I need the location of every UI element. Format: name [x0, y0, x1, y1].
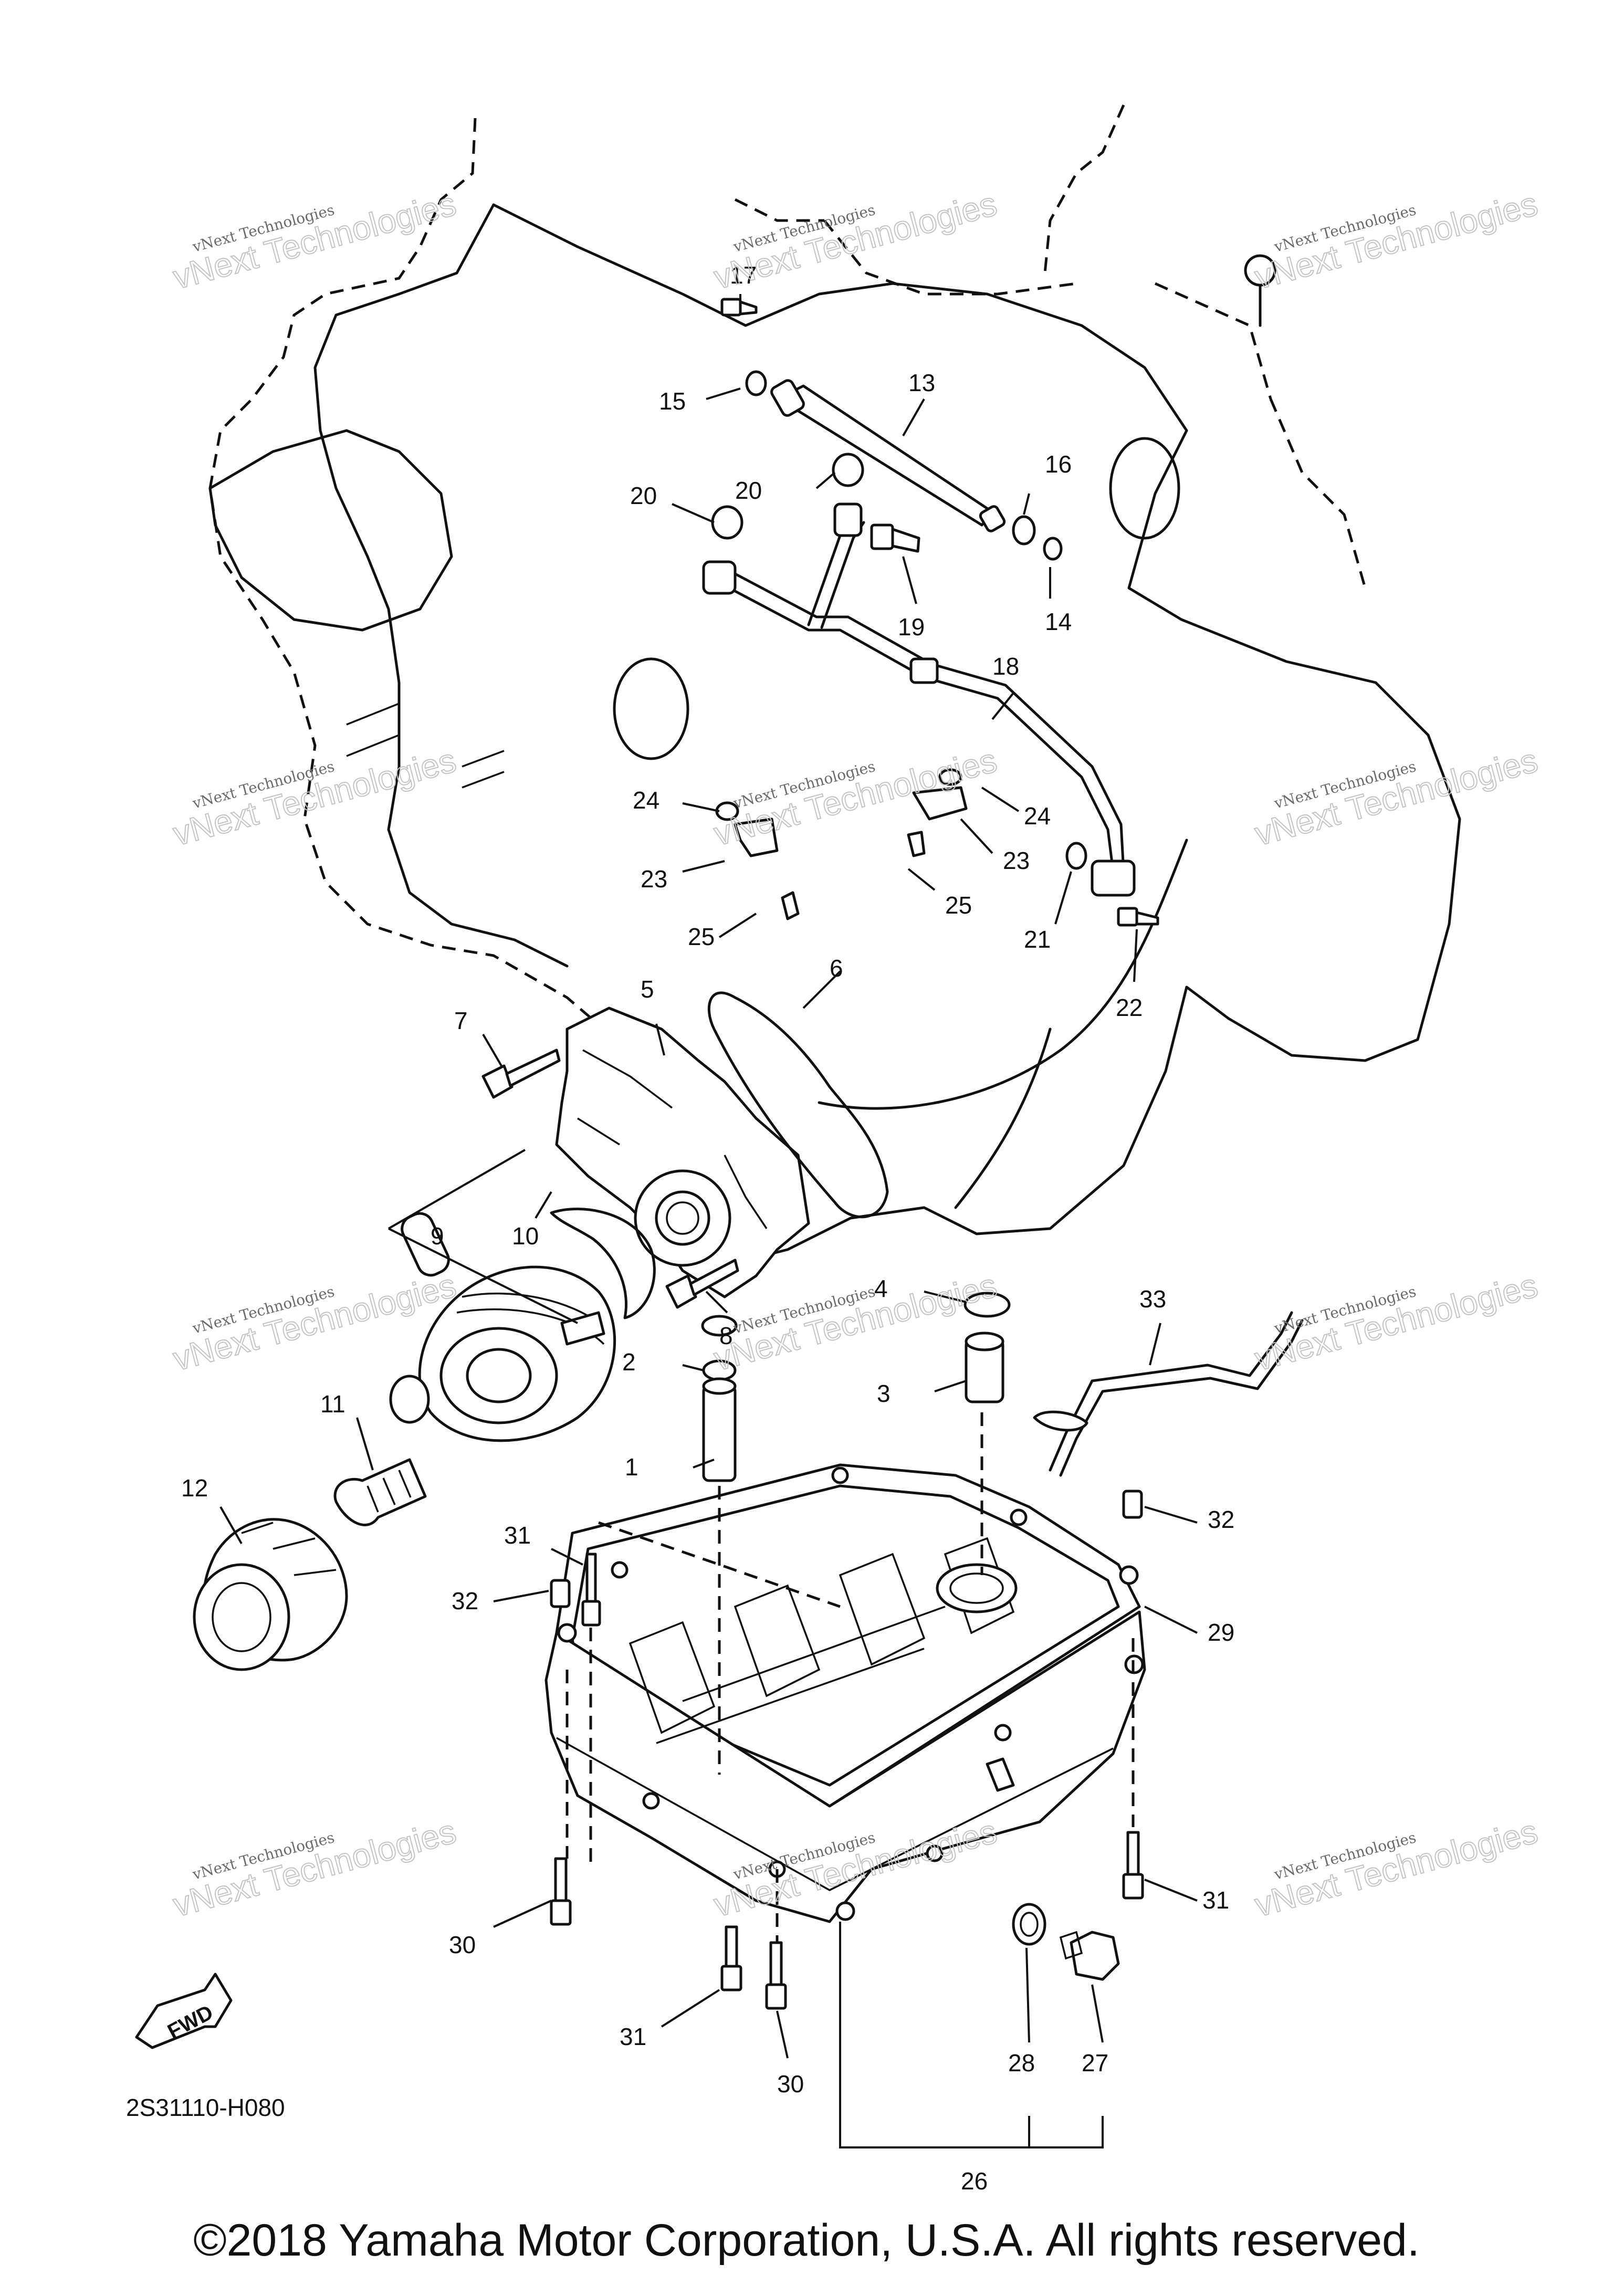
oil-cooler: [389, 1212, 616, 1442]
callout-7: 7: [454, 1007, 468, 1034]
leader-lines: [219, 294, 1198, 2148]
callout-30b: 30: [777, 2070, 804, 2098]
callout-18: 18: [992, 653, 1019, 680]
callout-23b: 23: [1003, 847, 1030, 874]
callout-28: 28: [1008, 2049, 1035, 2077]
callout-9: 9: [431, 1222, 444, 1250]
copper-washers: [711, 370, 1087, 870]
callout-32a: 32: [1208, 1506, 1234, 1533]
callout-21: 21: [1024, 926, 1051, 953]
callout-8: 8: [719, 1322, 733, 1349]
callout-2: 2: [622, 1348, 636, 1376]
dowel-pins: [550, 1490, 1143, 1608]
callout-25a: 25: [688, 923, 715, 950]
diagram-part-number: 2S31110-H080: [126, 2094, 285, 2121]
callout-32b: 32: [452, 1587, 478, 1614]
callout-14: 14: [1045, 608, 1072, 635]
callout-31b: 31: [620, 2023, 646, 2050]
union-bolt-cooler: [333, 1458, 427, 1526]
relief-valve: [963, 1292, 1011, 1403]
callout-31a: 31: [504, 1522, 531, 1549]
callout-25b: 25: [945, 892, 972, 919]
engine-body: [208, 203, 1461, 1262]
callout-12: 12: [181, 1474, 208, 1502]
oil-delivery-pipe-upper: [770, 379, 1006, 532]
callout-24a: 24: [633, 787, 659, 814]
callout-17: 17: [730, 261, 757, 289]
callout-29: 29: [1208, 1619, 1234, 1646]
union-bolts: [720, 298, 1159, 927]
drain-gasket: [1012, 1903, 1046, 1946]
callout-16: 16: [1045, 450, 1072, 478]
forward-direction-arrow: FWD: [135, 1973, 233, 2049]
callout-33: 33: [1139, 1285, 1166, 1313]
callout-11: 11: [320, 1390, 345, 1418]
pan-bolts: [550, 1553, 1144, 2010]
callout-numbers: 1 2 3 4 5 6 7 8 9 10 11 12 13 14 15 16 1…: [181, 261, 1234, 2195]
callout-23a: 23: [641, 865, 667, 893]
callout-22: 22: [1116, 994, 1143, 1021]
callout-20a: 20: [630, 482, 657, 509]
housing-bolts: [481, 1049, 739, 1309]
copyright-notice: ©2018 Yamaha Motor Corporation, U.S.A. A…: [193, 2215, 1420, 2266]
callout-13: 13: [908, 369, 935, 396]
callout-19: 19: [898, 613, 925, 641]
oil-delivery-pipe-lower: [702, 502, 1136, 897]
callout-27: 27: [1082, 2049, 1108, 2077]
cooler-o-ring: [550, 1208, 656, 1319]
callout-5: 5: [641, 976, 654, 1003]
callout-20b: 20: [735, 477, 762, 504]
oil-filter-cartridge: [193, 1518, 348, 1671]
breather-pipe: [1033, 1311, 1304, 1477]
callout-30a: 30: [449, 1931, 476, 1958]
callout-6: 6: [830, 955, 843, 982]
callout-1: 1: [625, 1453, 638, 1481]
callout-15: 15: [659, 387, 686, 415]
callout-3: 3: [877, 1380, 891, 1407]
callout-10: 10: [512, 1222, 539, 1250]
assembly-axis-lines: [565, 1412, 1135, 1943]
callout-26: 26: [961, 2167, 988, 2195]
callout-4: 4: [874, 1275, 888, 1302]
oil-pan: [544, 1466, 1146, 1923]
pump-cover-o-ring: [707, 991, 889, 1219]
callout-24b: 24: [1024, 802, 1051, 830]
oil-jets: [715, 768, 968, 920]
drain-plug: [1059, 1931, 1120, 1981]
oil-filter-housing: [555, 1007, 810, 1298]
oil-strainer-pipe: [701, 1315, 738, 1482]
callout-31c: 31: [1202, 1886, 1229, 1914]
